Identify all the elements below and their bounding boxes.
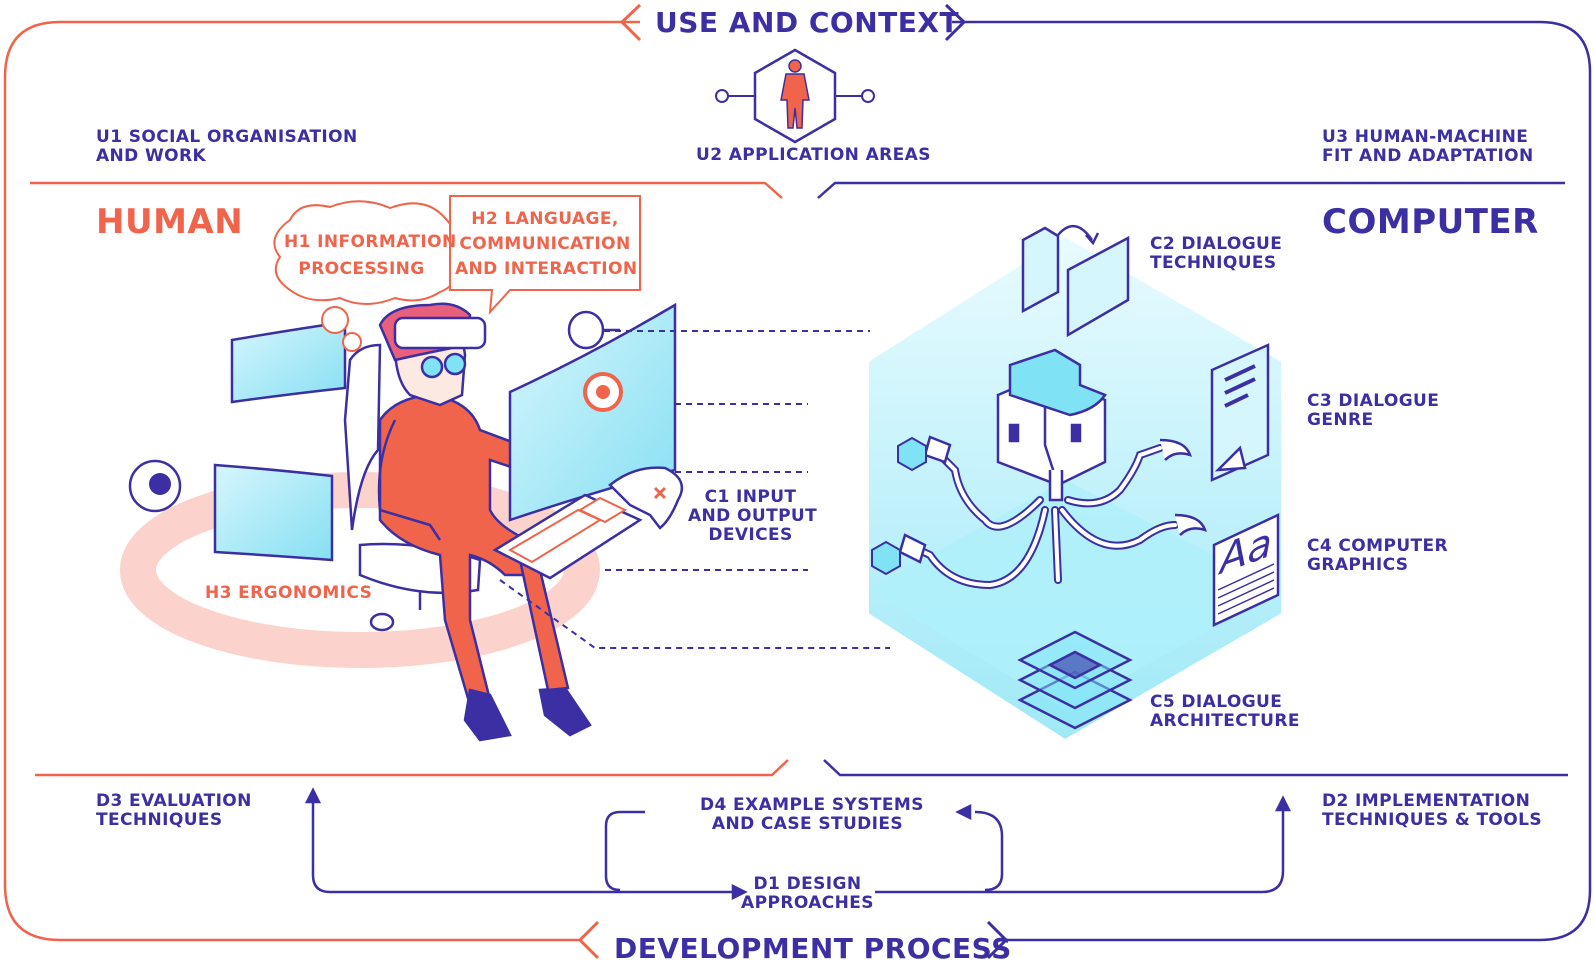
cursor-icon — [1214, 445, 1247, 472]
label-d1-line2: APPROACHES — [741, 893, 874, 913]
label-c1-line2: AND OUTPUT — [688, 506, 818, 526]
label-u1-line2: AND WORK — [96, 146, 207, 166]
curved-monitor — [508, 302, 677, 522]
label-u1-line1: U1 SOCIAL ORGANISATION — [96, 127, 358, 147]
label-d3-line2: TECHNIQUES — [96, 810, 223, 830]
label-d4: D4 EXAMPLE SYSTEMS AND CASE STUDIES — [700, 795, 924, 834]
label-d2-line2: TECHNIQUES & TOOLS — [1322, 810, 1543, 830]
cube-icons — [871, 436, 927, 576]
section-title-human: HUMAN — [96, 202, 244, 242]
floating-panel-left — [213, 463, 334, 562]
label-u3: U3 HUMAN-MACHINE FIT AND ADAPTATION — [1322, 128, 1534, 166]
files-icon — [1021, 225, 1130, 338]
label-c3-line1: C3 DIALOGUE — [1307, 391, 1440, 411]
person-seated — [377, 302, 592, 742]
label-c2: C2 DIALOGUE TECHNIQUES — [1150, 235, 1282, 273]
label-d2-line1: D2 IMPLEMENTATION — [1322, 791, 1531, 811]
label-d3: D3 EVALUATION TECHNIQUES — [96, 792, 252, 830]
label-u1: U1 SOCIAL ORGANISATION AND WORK — [96, 128, 358, 166]
label-c4-line2: GRAPHICS — [1307, 555, 1409, 575]
floating-panel-top — [230, 320, 347, 404]
label-h1-line2: PROCESSING — [298, 259, 425, 279]
label-h3: H3 ERGONOMICS — [205, 583, 373, 603]
label-h1-line1: H1 INFORMATION — [284, 232, 457, 252]
font-icon: Aa — [1212, 513, 1280, 627]
label-h2-line2: COMMUNICATION — [459, 234, 631, 254]
chair — [343, 343, 482, 632]
label-d4-line1: D4 EXAMPLE SYSTEMS — [700, 795, 924, 815]
connector-lines — [499, 330, 890, 649]
process-arrows — [304, 787, 1292, 901]
human-illustration — [120, 195, 890, 742]
label-c3: C3 DIALOGUE GENRE — [1307, 392, 1439, 430]
computer-illustration: Aa — [867, 225, 1283, 742]
label-d1-line1: D1 DESIGN — [753, 874, 862, 894]
label-d4-line2: AND CASE STUDIES — [711, 814, 904, 834]
label-c4: C4 COMPUTER GRAPHICS — [1307, 537, 1448, 575]
label-h2: H2 LANGUAGE, COMMUNICATION AND INTERACTI… — [455, 207, 638, 282]
keyboard — [492, 493, 643, 580]
label-c2-line1: C2 DIALOGUE — [1150, 234, 1283, 254]
label-c1-line1: C1 INPUT — [704, 487, 797, 507]
webcam-left-icon — [128, 459, 182, 513]
label-h2-line1: H2 LANGUAGE, — [471, 209, 619, 229]
outer-frame — [3, 3, 1592, 960]
document-icon — [1210, 343, 1270, 482]
thought-bubble — [273, 200, 457, 352]
divider-lines — [30, 181, 1568, 777]
application-areas-icon — [715, 48, 875, 144]
label-d1: D1 DESIGN APPROACHES — [740, 875, 875, 913]
label-c3-line2: GENRE — [1307, 410, 1374, 430]
gamepad-icon — [608, 466, 684, 530]
label-c2-line2: TECHNIQUES — [1150, 253, 1277, 273]
layers-icon — [1017, 630, 1133, 730]
label-c4-line1: C4 COMPUTER — [1307, 536, 1449, 556]
person-icon — [780, 59, 810, 129]
speech-bubble — [449, 195, 641, 315]
section-title-development-process: DEVELOPMENT PROCESS — [614, 932, 1012, 965]
label-c5: C5 DIALOGUE ARCHITECTURE — [1150, 693, 1300, 731]
label-h2-line3: AND INTERACTION — [455, 259, 638, 279]
label-c5-line1: C5 DIALOGUE — [1150, 692, 1283, 712]
label-u3-line2: FIT AND ADAPTATION — [1322, 146, 1534, 166]
target-icon — [583, 372, 623, 412]
label-c5-line2: ARCHITECTURE — [1150, 711, 1300, 731]
webcam-top-icon — [567, 310, 620, 350]
label-c1-line3: DEVICES — [708, 525, 793, 545]
label-u3-line1: U3 HUMAN-MACHINE — [1322, 127, 1529, 147]
label-h1: H1 INFORMATION PROCESSING — [284, 229, 457, 283]
label-d2: D2 IMPLEMENTATION TECHNIQUES & TOOLS — [1322, 792, 1542, 830]
section-title-computer: COMPUTER — [1322, 202, 1539, 242]
robot — [898, 348, 1207, 590]
label-c1: C1 INPUT AND OUTPUT DEVICES — [688, 487, 818, 545]
label-u2: U2 APPLICATION AREAS — [696, 145, 931, 165]
section-title-use-and-context: USE AND CONTEXT — [655, 6, 960, 39]
label-d3-line1: D3 EVALUATION — [96, 791, 252, 811]
